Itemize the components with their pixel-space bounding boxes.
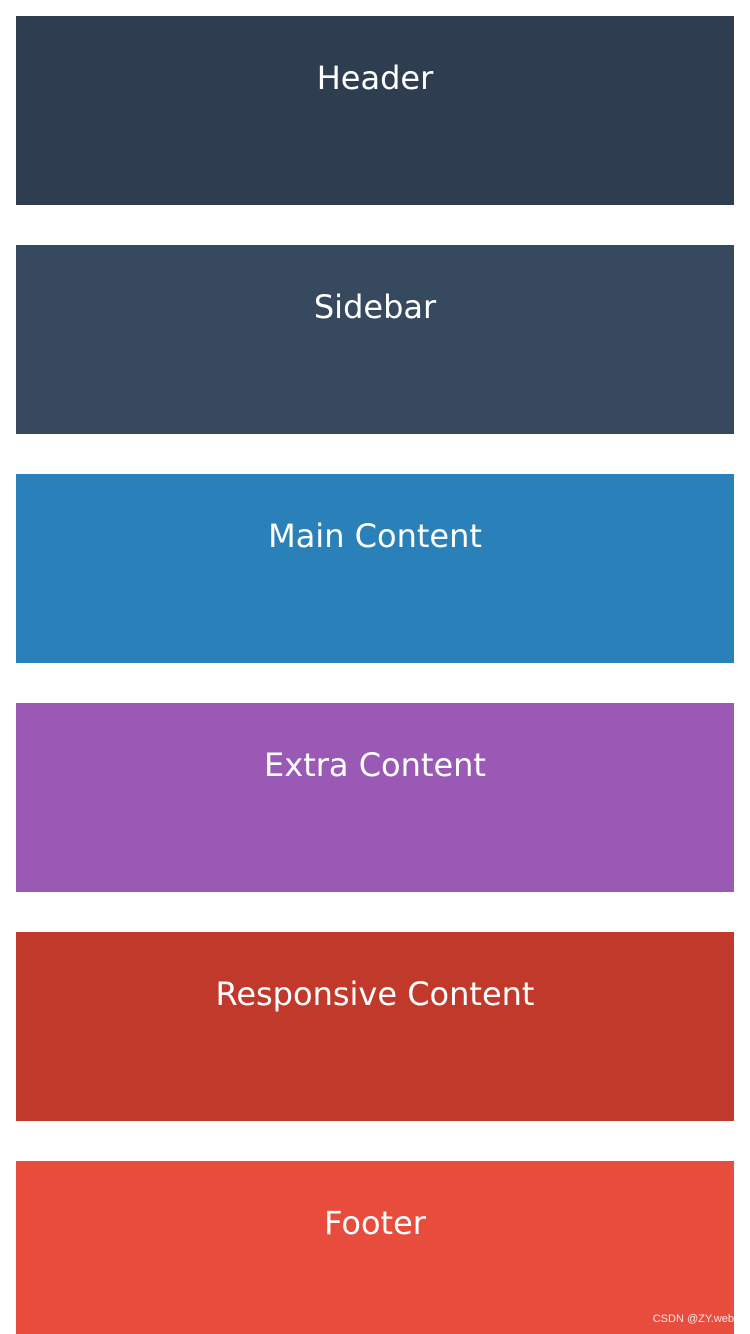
sidebar-panel: Sidebar <box>16 245 734 434</box>
watermark-text: CSDN @ZY.web <box>652 1313 734 1325</box>
footer-panel: Footer CSDN @ZY.web <box>16 1161 734 1334</box>
responsive-content-title: Responsive Content <box>215 975 535 1013</box>
main-content-panel: Main Content <box>16 474 734 663</box>
extra-content-panel: Extra Content <box>16 703 734 892</box>
header-panel: Header <box>16 16 734 205</box>
footer-title: Footer <box>324 1204 426 1242</box>
header-title: Header <box>316 59 434 97</box>
sidebar-title: Sidebar <box>313 288 437 326</box>
extra-content-title: Extra Content <box>264 746 486 784</box>
responsive-content-panel: Responsive Content <box>16 932 734 1121</box>
main-content-title: Main Content <box>268 517 482 555</box>
